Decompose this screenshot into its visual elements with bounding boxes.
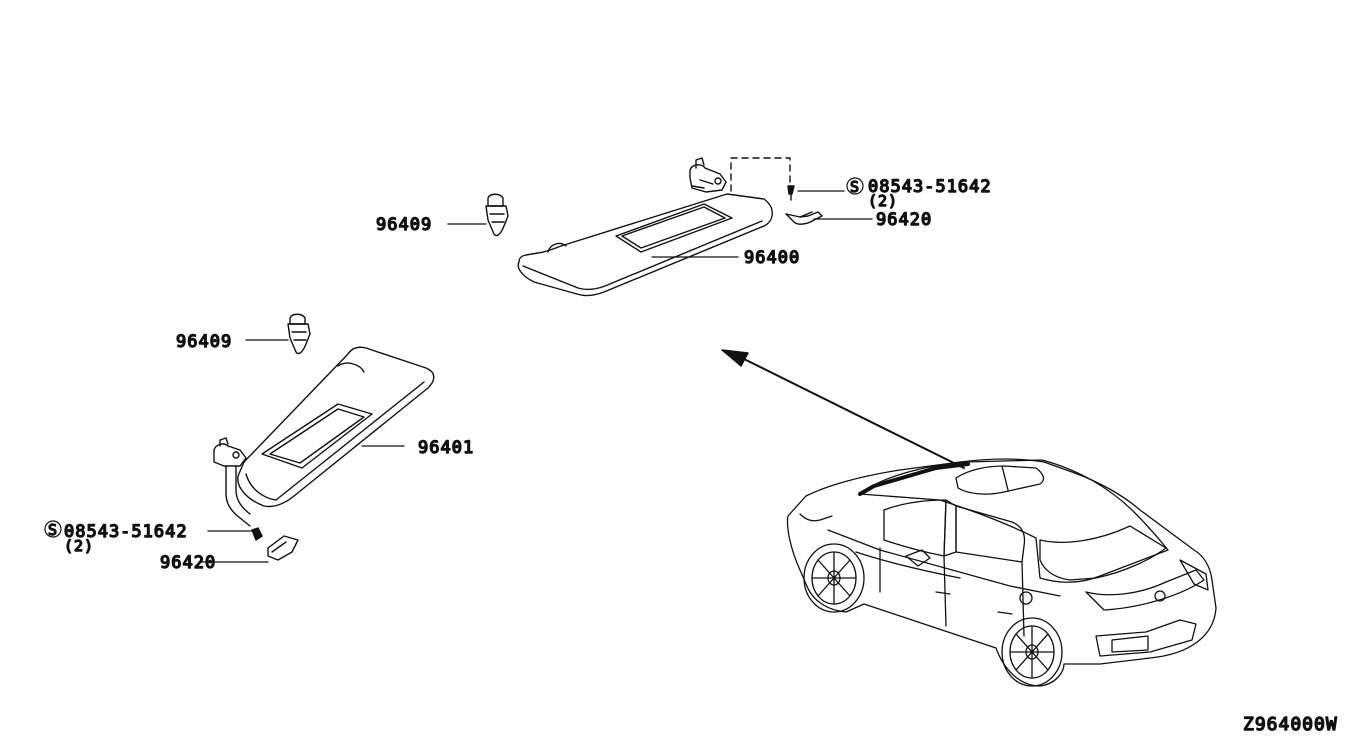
leader-lines bbox=[201, 190, 873, 563]
sun-visor-rh-edge bbox=[522, 220, 763, 291]
part-label-visor-lh: 96401 bbox=[418, 438, 474, 458]
pivot-bracket-lh[interactable] bbox=[213, 437, 251, 527]
sun-visor-lh-edge bbox=[245, 381, 425, 501]
part-label-cover-rh: 96420 bbox=[876, 210, 932, 230]
sun-visor-lh-notch bbox=[337, 362, 365, 373]
sun-visor-rh-notch bbox=[547, 242, 567, 253]
vanity-mirror-rh bbox=[615, 203, 733, 253]
part-label-screw-lh-qty: (2) bbox=[64, 537, 94, 555]
vanity-mirror-lh bbox=[261, 403, 373, 469]
location-arrow bbox=[721, 349, 965, 469]
screw-lh[interactable] bbox=[251, 527, 263, 541]
visor-holder-lh[interactable] bbox=[287, 313, 311, 355]
sun-visor-lh-body bbox=[237, 346, 435, 508]
sun-visor-rh[interactable] bbox=[517, 193, 773, 297]
part-label-screw-lh: 08543-51642 bbox=[64, 522, 188, 542]
part-label-cover-lh: 96420 bbox=[160, 553, 216, 573]
part-label-holder-lh: 96409 bbox=[176, 332, 232, 352]
part-label-screw-rh-qty: (2) bbox=[868, 192, 898, 210]
vanity-mirror-lh-inner bbox=[269, 408, 365, 464]
pivot-bracket-rh[interactable] bbox=[689, 157, 727, 193]
vanity-mirror-rh-inner bbox=[621, 206, 726, 249]
screw-symbol-lh-text: S bbox=[48, 521, 58, 539]
cover-rh[interactable] bbox=[785, 211, 823, 225]
dashed-relation-box bbox=[730, 157, 791, 192]
part-label-screw-rh: 08543-51642 bbox=[868, 177, 992, 197]
sun-visor-rh-body bbox=[517, 193, 773, 297]
vehicle-illustration bbox=[786, 458, 1217, 687]
sun-visor-lh[interactable] bbox=[237, 346, 435, 508]
part-label-holder-rh: 96409 bbox=[376, 215, 432, 235]
part-label-visor-rh: 96400 bbox=[744, 248, 800, 268]
cover-lh[interactable] bbox=[267, 535, 299, 561]
screw-symbol-rh-text: S bbox=[850, 178, 860, 196]
visor-holder-rh[interactable] bbox=[485, 193, 509, 237]
screw-symbol-lh: S bbox=[44, 520, 62, 540]
diagram-code: Z964000W bbox=[1243, 714, 1338, 735]
screw-rh[interactable] bbox=[787, 185, 795, 201]
screw-symbol-rh: S bbox=[846, 177, 864, 197]
